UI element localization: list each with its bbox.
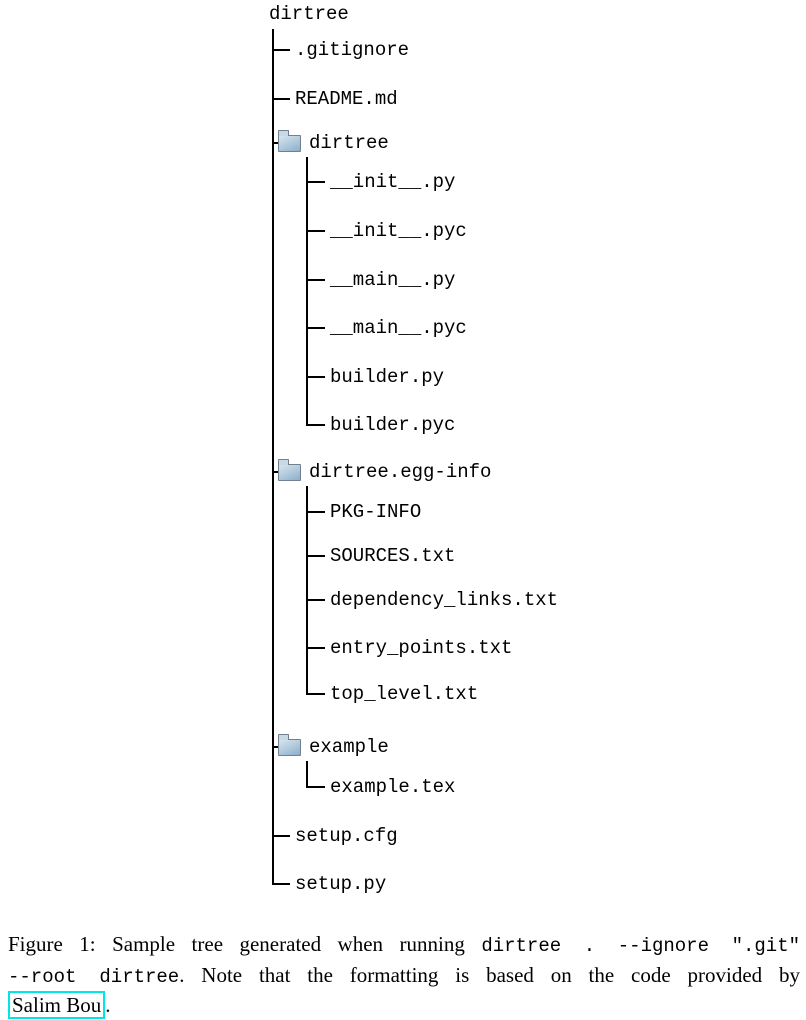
caption-period: .: [105, 993, 111, 1017]
trunk-line-root: [272, 29, 274, 885]
caption-text: Figure 1: Sample tree generated when run…: [8, 932, 465, 956]
file-label: dependency_links.txt: [330, 589, 559, 611]
file-label: README.md: [295, 88, 398, 110]
file-label: top_level.txt: [330, 683, 479, 705]
file-label: __init__.pyc: [330, 220, 467, 242]
tree-branch-line: [306, 181, 325, 183]
tree-branch-line: [272, 142, 278, 144]
tree-branch-line: [272, 835, 290, 837]
folder-icon: [277, 130, 301, 152]
file-label: builder.py: [330, 366, 445, 388]
file-label: setup.cfg: [295, 825, 398, 847]
caption-line-2: --root dirtree. Note that the formatting…: [8, 961, 800, 992]
file-label: example.tex: [330, 776, 456, 798]
tree-branch-line: [306, 693, 325, 695]
file-label: __init__.py: [330, 171, 456, 193]
tree-branch-line: [306, 786, 325, 788]
file-label: builder.pyc: [330, 414, 456, 436]
tree-branch-line: [306, 511, 325, 513]
tree-branch-line: [306, 555, 325, 557]
tree-branch-line: [272, 471, 278, 473]
file-label: setup.py: [295, 873, 387, 895]
tree-branch-line: [272, 98, 290, 100]
tree-branch-line: [272, 883, 290, 885]
tree-branch-line: [306, 599, 325, 601]
caption-line-1: Figure 1: Sample tree generated when run…: [8, 930, 800, 961]
trunk-line-example: [306, 761, 308, 788]
trunk-line-dirtree: [306, 157, 308, 426]
file-label: PKG-INFO: [330, 501, 422, 523]
tree-branch-line: [306, 230, 325, 232]
tree-branch-line: [306, 424, 325, 426]
salim-bou-link[interactable]: Salim Bou: [8, 991, 106, 1019]
caption-code: --root dirtree: [8, 965, 180, 988]
file-label: __main__.py: [330, 269, 456, 291]
tree-root-label: dirtree: [269, 3, 349, 25]
folder-icon: [277, 734, 301, 756]
tree-branch-line: [272, 746, 278, 748]
caption-text: . Note that the formatting is based on t…: [179, 962, 800, 987]
file-label: __main__.pyc: [330, 317, 467, 339]
file-label: SOURCES.txt: [330, 545, 456, 567]
figure-caption: Figure 1: Sample tree generated when run…: [8, 930, 800, 1020]
file-label: .gitignore: [295, 39, 410, 61]
trunk-line-dirtree-egg-info: [306, 486, 308, 695]
tree-branch-line: [306, 327, 325, 329]
tree-branch-line: [306, 647, 325, 649]
folder-label: example: [309, 736, 389, 758]
folder-label: dirtree.egg-info: [309, 461, 492, 483]
folder-icon: [277, 459, 301, 481]
tree-branch-line: [306, 279, 325, 281]
tree-branch-line: [272, 49, 290, 51]
tree-branch-line: [306, 376, 325, 378]
file-label: entry_points.txt: [330, 637, 513, 659]
caption-code: dirtree . --ignore ".git": [481, 935, 801, 957]
folder-label: dirtree: [309, 132, 389, 154]
caption-line-3: Salim Bou.: [8, 991, 800, 1020]
